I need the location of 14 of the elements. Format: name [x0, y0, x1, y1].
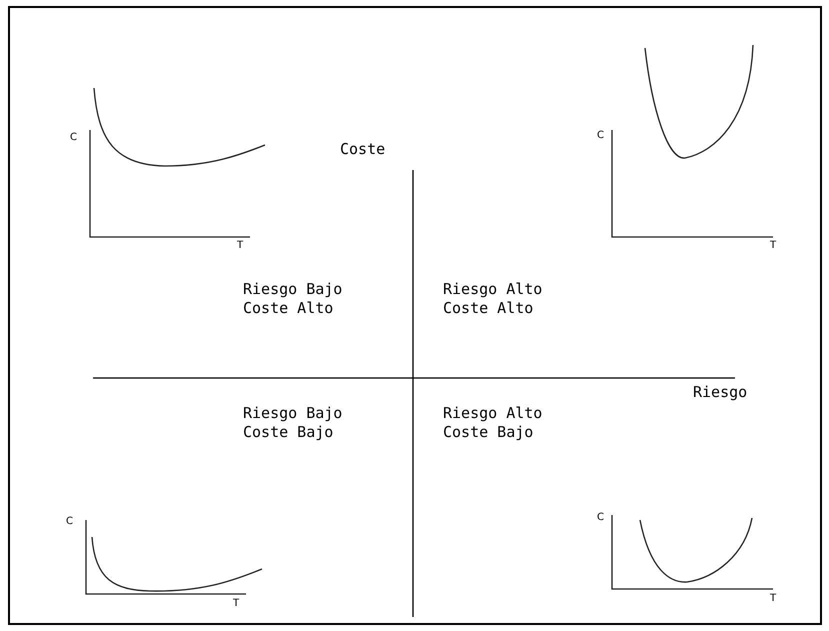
- quadrant-label: Riesgo Alto Coste Alto: [443, 280, 544, 318]
- axis-label: C: [66, 516, 73, 527]
- quadrant-label: Riesgo Alto Coste Bajo: [443, 404, 544, 442]
- axis-label: T: [770, 240, 776, 251]
- quadrant-label: Riesgo Bajo Coste Alto: [243, 280, 344, 318]
- axis-label: C: [597, 512, 604, 523]
- axis-label: T: [233, 598, 240, 609]
- quadrant-label: Riesgo Bajo Coste Bajo: [243, 404, 344, 442]
- axis-title: Coste: [340, 140, 386, 158]
- axis-label: T: [237, 240, 244, 251]
- axis-title: Riesgo: [693, 383, 748, 401]
- axis-label: C: [597, 130, 604, 141]
- axis-label: C: [70, 132, 77, 143]
- axis-label: T: [770, 593, 776, 604]
